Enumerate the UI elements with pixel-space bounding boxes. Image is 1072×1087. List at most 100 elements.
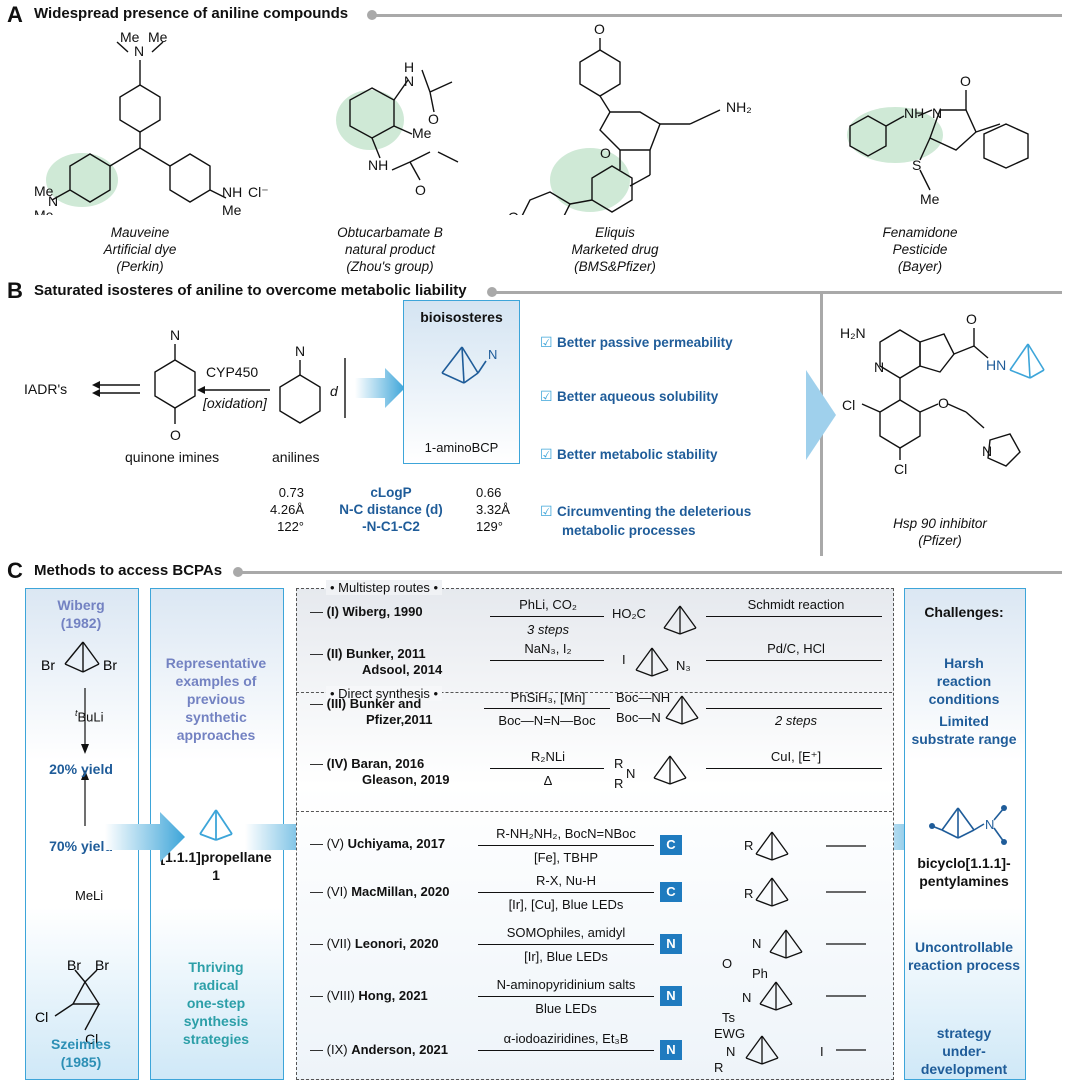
route-4-product-n: N [626,766,636,781]
reaction-arrow [706,768,882,769]
direct-label: • Direct synthesis • [326,686,443,701]
route-7-below: [Ir], Blue LEDs [524,949,608,964]
reaction-arrow [706,660,882,661]
route-7-product-o: O [722,956,733,971]
bcp-amine-structure: N [441,346,497,384]
route-7-label: — (VII) Leonori, 2020 [310,936,439,951]
atom-label: S [912,157,921,173]
routes-divider [296,811,892,812]
route-9-product-n: N [726,1044,736,1059]
section-b-title: Saturated isosteres of aniline to overco… [34,282,467,299]
arrow-right-icon [105,812,185,862]
bcpa-label: bicyclo[1.1.1]-pentylamines [917,855,1011,889]
route-7-product-n: N [752,936,762,951]
route-3-product-1: Boc—NH [616,690,671,705]
route-5-above: R-NH₂NH₂, BocN=NBoc [496,826,636,841]
route-9-label: — (IX) Anderson, 2021 [310,1042,449,1057]
route-3-step2: 2 steps [775,713,817,728]
route-3-product-2: Boc—N [616,710,661,725]
atom-label: N [488,347,497,362]
atom-label: O [594,21,605,37]
cyp-label: CYP450 [206,364,258,380]
atom-label: Br [95,960,109,973]
atom-label: H [404,59,414,75]
yield-70: 70% yield [49,838,113,854]
route-4-step2: CuI, [E⁺] [770,749,822,764]
bcpa-structure: N [929,805,1007,845]
section-b-letter: B [7,278,23,303]
aniline-structures: Me N Me Me N Me NH Cl⁻ Me H N O Me NH O … [34,21,1029,215]
check-icon: ☑ [540,446,553,462]
propellane-structure [199,809,233,841]
atom-label: N [985,817,994,832]
dibromo-bcp-structure: Br Br [41,641,117,673]
carbon-radical-badge: C [660,835,682,855]
atom-label: O [428,111,439,127]
carbon-radical-badge: C [660,882,682,902]
distance-label: d [330,383,339,399]
atom-label: N [48,193,58,209]
atom-label: O [600,145,611,161]
route-1-product: HO₂C [612,606,646,621]
reaction-arrow [706,616,882,617]
reaction-arrow [478,845,654,846]
atom-label: N [170,327,180,343]
atom-label: N [134,43,144,59]
reaction-arrow [706,708,882,709]
route-1-label: — (I) Wiberg, 1990 [310,604,423,619]
route-8-product-n: N [742,990,752,1005]
route-2-above: NaN₃, I₂ [524,641,572,656]
route-3-above: PhSiH₃, [Mn] [510,690,586,705]
section-a-title: Widespread presence of aniline compounds [34,5,349,22]
section-b-rule-dot [487,287,497,297]
route-8-product-ts: Ts [722,1010,735,1025]
route-2-product-n3: N₃ [676,658,691,673]
atom-label: Cl [894,461,907,477]
bcp-product-structures [635,605,866,1065]
aminobcp-label: 1-aminoBCP [424,440,499,455]
metabolism-scheme: IADR's CYP450 [oxidation] quinone imines… [24,327,405,465]
benefit-item: ☑ Better aqueous solubility [540,388,719,404]
route-6-label: — (VI) MacMillan, 2020 [310,884,450,899]
atom-label: Br [67,960,81,973]
route-5-below: [Fe], TBHP [533,850,599,865]
atom-label: N [404,73,414,89]
hsp90-inhibitor-structure: H₂N N O HN Cl Cl O N [840,311,1045,477]
route-4-below: Δ [543,773,553,788]
yield-20: 20% yield [49,761,113,777]
oxidation-label: [oxidation] [202,395,268,411]
atom-label: N [932,105,942,121]
route-2-product-i: I [622,652,626,667]
atom-label: HN [986,357,1006,373]
atom-label: Me [920,191,940,207]
atom-label: NH [368,157,388,173]
tbuli-label: tBuLi [75,708,104,725]
section-c-rule-dot [233,567,243,577]
reaction-arrow [490,616,604,617]
section-c-title: Methods to access BCPAs [34,562,223,579]
multistep-label: • Multistep routes • [326,580,443,595]
reaction-arrow [478,892,654,893]
atom-label: O [415,182,426,198]
atom-label: O [508,209,519,215]
reaction-arrow [478,996,654,997]
route-8-label: — (VIII) Hong, 2021 [310,988,428,1003]
atom-label: NH [904,105,924,121]
iadr-label: IADR's [24,381,67,397]
atom-label: Me [34,207,54,215]
check-icon: ☑ [540,388,553,404]
route-5-label: — (V) Uchiyama, 2017 [310,836,446,851]
atom-label: H₂N [840,325,866,341]
routes-panel [296,588,894,1080]
atom-label: Me [412,125,432,141]
